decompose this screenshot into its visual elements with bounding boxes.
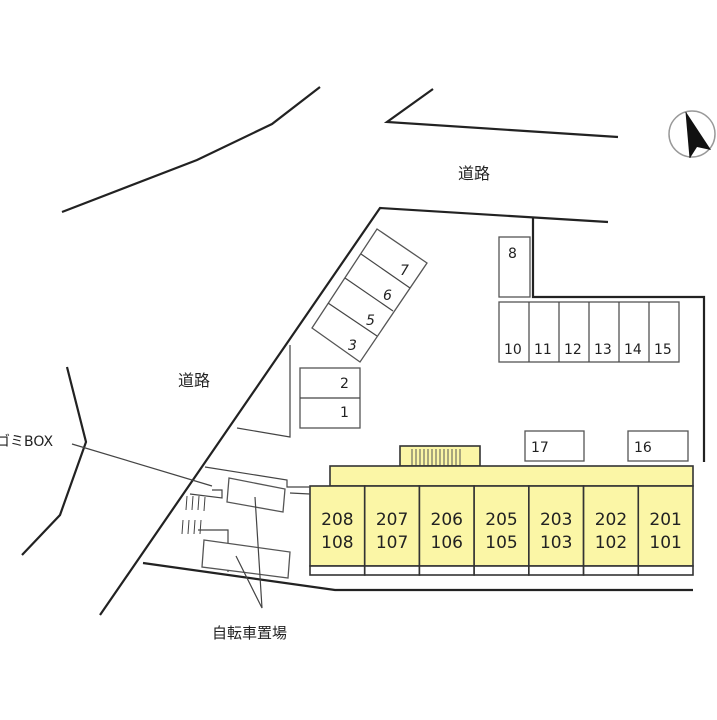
unit-number-upper: 206 [431, 510, 463, 530]
site-boundary-south [142, 561, 693, 592]
bicycle-rack-2 [201, 539, 291, 579]
unit-number-upper: 207 [376, 510, 408, 530]
svg-text:1: 1 [340, 405, 349, 421]
road-label-left: 道路 [178, 371, 210, 390]
parking-3-7: 3 5 6 7 [311, 228, 428, 363]
svg-text:11: 11 [534, 342, 552, 358]
svg-text:13: 13 [594, 342, 612, 358]
garbage-box-label: ゴミBOX [0, 433, 53, 450]
parking-16: 16 [627, 430, 689, 462]
bicycle-rack-1 [226, 477, 286, 513]
unit-number-lower: 101 [649, 533, 681, 553]
unit-number-upper: 203 [540, 510, 572, 530]
parking-10-15: 10 11 12 13 14 15 [498, 301, 680, 363]
svg-text:12: 12 [564, 342, 582, 358]
road-label-top: 道路 [458, 164, 490, 183]
svg-text:8: 8 [508, 246, 517, 262]
svg-text:10: 10 [504, 342, 522, 358]
unit-number-lower: 106 [431, 533, 463, 553]
unit-number-lower: 103 [540, 533, 572, 553]
svg-text:5: 5 [366, 313, 375, 329]
unit-number-upper: 202 [595, 510, 627, 530]
parking-8: 8 [498, 236, 531, 298]
corridor [329, 465, 694, 487]
unit-number-lower: 105 [485, 533, 517, 553]
road-edge-north-right [383, 88, 619, 139]
unit-number-upper: 201 [649, 510, 681, 530]
unit-number-upper: 208 [321, 510, 353, 530]
unit-number-lower: 107 [376, 533, 408, 553]
site-boundary-east [531, 217, 706, 462]
bicycle-area [181, 466, 311, 579]
svg-text:6: 6 [383, 288, 392, 304]
unit-number-lower: 108 [321, 533, 353, 553]
unit-number-lower: 102 [595, 533, 627, 553]
road-edge-north-left [61, 86, 321, 214]
road-edge-west [21, 366, 88, 556]
inner-wall [236, 345, 291, 438]
parking-1-2: 2 1 [299, 367, 361, 429]
garbage-box-leader [71, 443, 213, 487]
svg-text:3: 3 [348, 338, 357, 354]
parking-17: 17 [524, 430, 585, 462]
svg-text:2: 2 [340, 376, 349, 392]
bicycle-parking-label: 自転車置場 [212, 624, 287, 642]
svg-text:7: 7 [400, 263, 409, 279]
unit-number-upper: 205 [485, 510, 517, 530]
bicycle-parking-leader [235, 496, 263, 609]
svg-text:15: 15 [654, 342, 672, 358]
svg-text:16: 16 [634, 440, 652, 456]
svg-text:17: 17 [531, 440, 549, 456]
apartment-building: 2081082071072061062051052031032021022011… [309, 445, 694, 576]
svg-text:14: 14 [624, 342, 642, 358]
north-arrow-icon [668, 110, 716, 159]
